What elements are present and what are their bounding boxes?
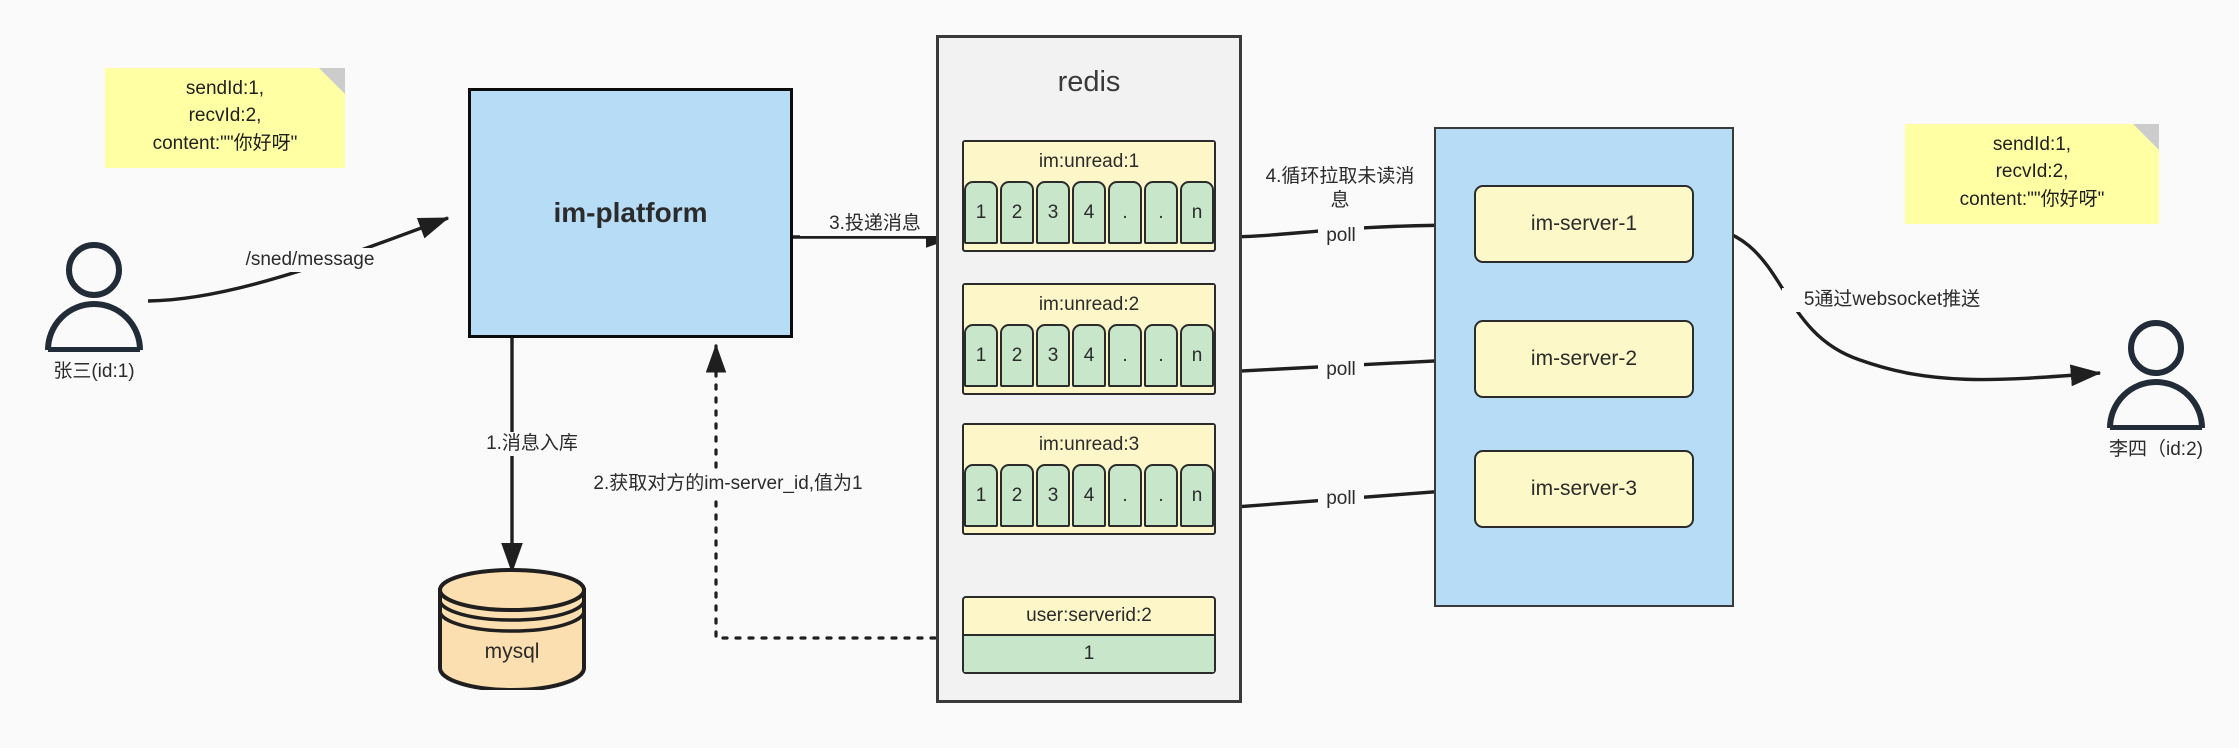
redis-cell: 1: [964, 464, 998, 527]
note-right-text: sendId:1, recvId:2, content:""你好呀": [1959, 133, 2105, 210]
redis-cell: n: [1180, 464, 1214, 527]
redis-key-group-unread-2[interactable]: im:unread:2 1 2 3 4 . . n: [962, 283, 1216, 395]
note-dogear-icon: [2133, 124, 2159, 150]
redis-cell: .: [1144, 464, 1178, 527]
redis-key-name: im:unread:1: [964, 142, 1214, 182]
im-server-3-label: im-server-3: [1530, 477, 1638, 500]
edge-label-step5: 5通过websocket推送: [1782, 288, 2002, 312]
redis-key-cells: 1 2 3 4 . . n: [964, 324, 1214, 387]
edge-send-message: [147, 216, 450, 303]
im-platform-label: im-platform: [553, 197, 708, 228]
im-server-3-box[interactable]: im-server-3: [1474, 450, 1694, 528]
redis-cell: 4: [1072, 181, 1106, 244]
redis-cell: 2: [1000, 181, 1034, 244]
edge-label-step1: 1.消息入库: [452, 432, 612, 456]
redis-cell: 3: [1036, 464, 1070, 527]
redis-cell: 3: [1036, 324, 1070, 387]
note-left-text: sendId:1, recvId:2, content:""你好呀": [152, 77, 298, 154]
redis-cell: 1: [964, 181, 998, 244]
edge-step5-websocket: [1688, 223, 2102, 387]
edge-label-step4: 4.循环拉取未读消息: [1255, 165, 1425, 213]
mysql-label: mysql: [484, 640, 540, 663]
redis-serverid-value: 1: [964, 634, 1214, 672]
redis-cell: n: [1180, 181, 1214, 244]
redis-cell: 2: [1000, 324, 1034, 387]
im-server-2-box[interactable]: im-server-2: [1474, 320, 1694, 398]
edge-label-poll-3: poll: [1318, 487, 1364, 511]
actor-receiver-label: 李四（id:2): [2109, 439, 2203, 460]
database-cylinder-icon: [438, 568, 586, 692]
redis-key-group-unread-1[interactable]: im:unread:1 1 2 3 4 . . n: [962, 140, 1216, 252]
redis-cell: 4: [1072, 324, 1106, 387]
edge-label-poll-2: poll: [1318, 358, 1364, 382]
redis-cell: 2: [1000, 464, 1034, 527]
user-icon: [2107, 320, 2205, 431]
im-platform-box[interactable]: im-platform: [468, 88, 793, 338]
redis-cell: n: [1180, 324, 1214, 387]
redis-cell: .: [1108, 464, 1142, 527]
im-server-1-label: im-server-1: [1530, 212, 1638, 235]
im-server-2-label: im-server-2: [1530, 347, 1638, 370]
note-message-left: sendId:1, recvId:2, content:""你好呀": [105, 68, 345, 168]
edge-label-step2: 2.获取对方的im-server_id,值为1: [578, 472, 878, 496]
redis-key-cells: 1 2 3 4 . . n: [964, 464, 1214, 527]
redis-cell: .: [1108, 324, 1142, 387]
edge-label-send-message: /sned/message: [230, 248, 390, 272]
redis-title: redis: [1057, 66, 1121, 98]
actor-receiver: 李四（id:2): [2090, 318, 2222, 460]
note-dogear-icon: [319, 68, 345, 94]
redis-user-serverid-entry[interactable]: user:serverid:2 1: [962, 596, 1216, 674]
redis-key-name: im:unread:2: [964, 285, 1214, 325]
edge-label-step3: 3.投递消息: [800, 212, 950, 236]
actor-sender-label: 张三(id:1): [53, 361, 135, 382]
user-icon: [45, 242, 143, 353]
mysql-database[interactable]: mysql: [432, 568, 592, 708]
im-server-1-box[interactable]: im-server-1: [1474, 185, 1694, 263]
redis-cell: 1: [964, 324, 998, 387]
redis-cell: .: [1108, 181, 1142, 244]
note-message-right: sendId:1, recvId:2, content:""你好呀": [1905, 124, 2159, 224]
redis-cell: .: [1144, 324, 1178, 387]
redis-key-name: im:unread:3: [964, 425, 1214, 465]
redis-serverid-key: user:serverid:2: [1026, 605, 1152, 626]
redis-cell: 4: [1072, 464, 1106, 527]
redis-cell: 3: [1036, 181, 1070, 244]
edge-step2-serverid: [705, 343, 950, 640]
redis-key-group-unread-3[interactable]: im:unread:3 1 2 3 4 . . n: [962, 423, 1216, 535]
edge-label-poll-1: poll: [1318, 224, 1364, 248]
redis-cell: .: [1144, 181, 1178, 244]
actor-sender: 张三(id:1): [28, 240, 160, 382]
redis-key-cells: 1 2 3 4 . . n: [964, 181, 1214, 244]
